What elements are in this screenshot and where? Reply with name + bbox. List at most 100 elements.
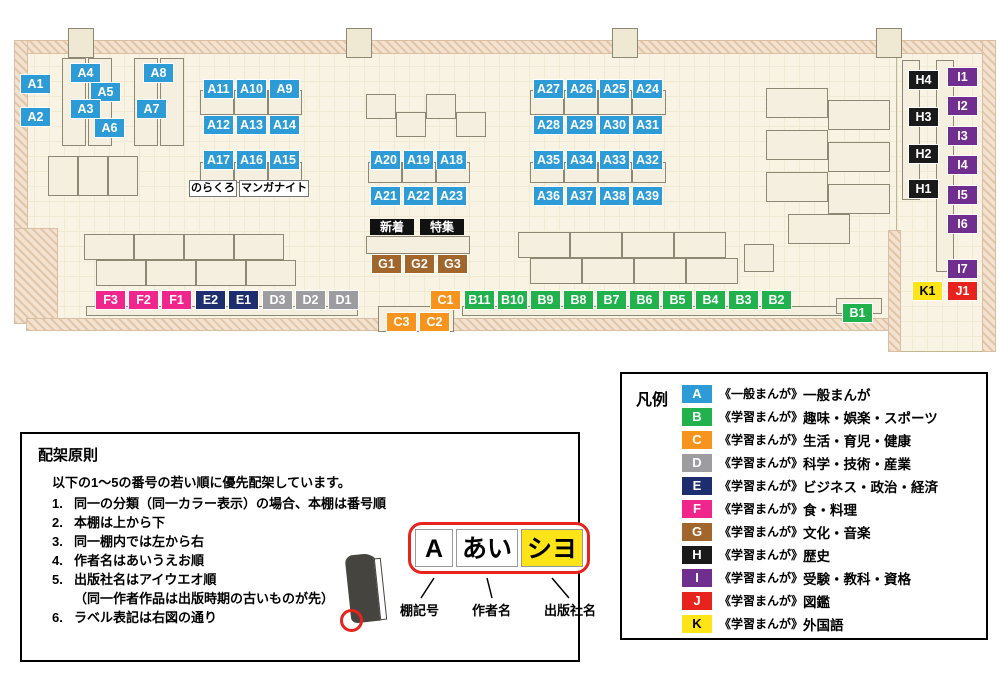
shelf-label-A26: A26 bbox=[566, 79, 597, 99]
legend-category: 歴史 bbox=[803, 548, 831, 564]
legend-row-K: K 《学習まんが》外国語 bbox=[682, 612, 938, 635]
shelf-label-B6: B6 bbox=[629, 290, 660, 310]
legend-type: 《学習まんが》 bbox=[719, 594, 804, 608]
shelf-label-H2: H2 bbox=[908, 144, 939, 164]
shelf-label-A35: A35 bbox=[533, 150, 564, 170]
shelf-label-B7: B7 bbox=[596, 290, 627, 310]
shelf-label-A16: A16 bbox=[236, 150, 267, 170]
shelf-block bbox=[634, 258, 686, 284]
shelf-label-E1: E1 bbox=[228, 290, 259, 310]
shelf-block bbox=[366, 94, 396, 119]
legend-row-C: C《学習まんが》生活・育児・健康 bbox=[682, 428, 938, 451]
legend-row-J: J《学習まんが》図鑑 bbox=[682, 589, 938, 612]
legend-type: 《学習まんが》 bbox=[719, 433, 804, 447]
shelf-label-F3: F3 bbox=[95, 290, 126, 310]
shelf-label-A28: A28 bbox=[533, 115, 564, 135]
shelf-block bbox=[234, 234, 284, 260]
shelf-label-I7: I7 bbox=[947, 259, 978, 279]
legend-chip-E: E bbox=[682, 476, 712, 495]
shelf-label-B8: B8 bbox=[563, 290, 594, 310]
legend-chip-J: J bbox=[682, 591, 712, 610]
example-cell-1: あい bbox=[456, 529, 518, 567]
legend-type: 《学習まんが》 bbox=[719, 456, 804, 470]
shelf-block bbox=[518, 232, 570, 258]
shelf-label-I5: I5 bbox=[947, 185, 978, 205]
shelf-label-K1: K1 bbox=[912, 281, 943, 301]
legend-category: 一般まんが bbox=[803, 387, 871, 403]
legend-type: 《学習まんが》 bbox=[719, 617, 804, 631]
wall-segment bbox=[888, 230, 901, 352]
shelf-label-A19: A19 bbox=[403, 150, 434, 170]
legend-category: 食・料理 bbox=[803, 502, 858, 518]
shelf-label-A4: A4 bbox=[70, 63, 101, 83]
example-cell-2: シヨ bbox=[521, 529, 583, 567]
legend-row-I: I《学習まんが》受験・教科・資格 bbox=[682, 566, 938, 589]
example-captions: 棚記号作者名出版社名 bbox=[400, 600, 596, 619]
shelf-label-I6: I6 bbox=[947, 214, 978, 234]
shelf-block bbox=[766, 130, 828, 160]
legend-row-G: G《学習まんが》文化・音楽 bbox=[682, 520, 938, 543]
shelf-block bbox=[184, 234, 234, 260]
shelf-block bbox=[686, 258, 738, 284]
shelf-label-A27: A27 bbox=[533, 79, 564, 99]
pillar bbox=[876, 28, 902, 58]
map-tag-2: 新着 bbox=[370, 219, 414, 235]
shelf-label-B4: B4 bbox=[695, 290, 726, 310]
shelf-label-H4: H4 bbox=[908, 70, 939, 90]
shelf-label-A5: A5 bbox=[90, 82, 121, 102]
shelf-label-J1: J1 bbox=[947, 281, 978, 301]
shelf-label-G3: G3 bbox=[437, 254, 468, 274]
shelf-label-A15: A15 bbox=[269, 150, 300, 170]
principle-item: 6. ラベル表記は右図の通り bbox=[52, 608, 386, 627]
legend-chip-G: G bbox=[682, 522, 712, 541]
shelf-block bbox=[674, 232, 726, 258]
legend-category: 外国語 bbox=[803, 617, 844, 633]
principles-title: 配架原則 bbox=[38, 447, 99, 464]
shelf-block bbox=[766, 88, 828, 118]
legend-category: 文化・音楽 bbox=[803, 525, 871, 541]
shelf-label-F2: F2 bbox=[128, 290, 159, 310]
wall-segment bbox=[14, 40, 28, 232]
shelf-block bbox=[108, 156, 138, 196]
legend-row-E: E《学習まんが》ビジネス・政治・経済 bbox=[682, 474, 938, 497]
shelf-label-B10: B10 bbox=[497, 290, 528, 310]
shelf-block bbox=[530, 258, 582, 284]
legend-row-D: D《学習まんが》科学・技術・産業 bbox=[682, 451, 938, 474]
legend-category: ビジネス・政治・経済 bbox=[803, 479, 939, 495]
shelf-label-C3: C3 bbox=[386, 312, 417, 332]
shelf-label-D3: D3 bbox=[262, 290, 293, 310]
shelf-label-A39: A39 bbox=[632, 186, 663, 206]
legend-row-B: B《学習まんが》趣味・娯楽・スポーツ bbox=[682, 405, 938, 428]
legend-row-H: H《学習まんが》歴史 bbox=[682, 543, 938, 566]
shelf-label-A11: A11 bbox=[203, 79, 234, 99]
principle-text: ラベル表記は右図の通り bbox=[74, 610, 218, 625]
example-caption-1: 作者名 bbox=[471, 603, 511, 618]
shelf-block bbox=[828, 184, 890, 214]
legend-type: 《学習まんが》 bbox=[719, 571, 804, 585]
shelf-label-E2: E2 bbox=[195, 290, 226, 310]
shelf-label-D1: D1 bbox=[328, 290, 359, 310]
shelf-label-F1: F1 bbox=[161, 290, 192, 310]
legend-chip-K: K bbox=[682, 614, 712, 633]
principle-text: 作者名はあいうえお順 bbox=[74, 553, 205, 568]
principle-subnote: （同一作者作品は出版時期の古いものが先） bbox=[74, 591, 335, 606]
shelf-label-B11: B11 bbox=[464, 290, 495, 310]
principles-intro: 以下の1～5の番号の若い順に優先配架しています。 bbox=[52, 475, 351, 490]
shelf-label-A12: A12 bbox=[203, 115, 234, 135]
example-caption-2: 出版社名 bbox=[543, 603, 596, 618]
wall-segment bbox=[982, 40, 996, 352]
shelf-label-G2: G2 bbox=[404, 254, 435, 274]
shelf-label-B9: B9 bbox=[530, 290, 561, 310]
principle-number: 6. bbox=[52, 610, 63, 625]
shelf-label-A6: A6 bbox=[94, 118, 125, 138]
shelf-label-A7: A7 bbox=[136, 99, 167, 119]
shelf-block bbox=[456, 112, 486, 137]
shelf-label-I3: I3 bbox=[947, 126, 978, 146]
legend-row-A: A《一般まんが》一般まんが bbox=[682, 382, 938, 405]
shelf-block bbox=[48, 156, 78, 196]
shelf-label-A10: A10 bbox=[236, 79, 267, 99]
